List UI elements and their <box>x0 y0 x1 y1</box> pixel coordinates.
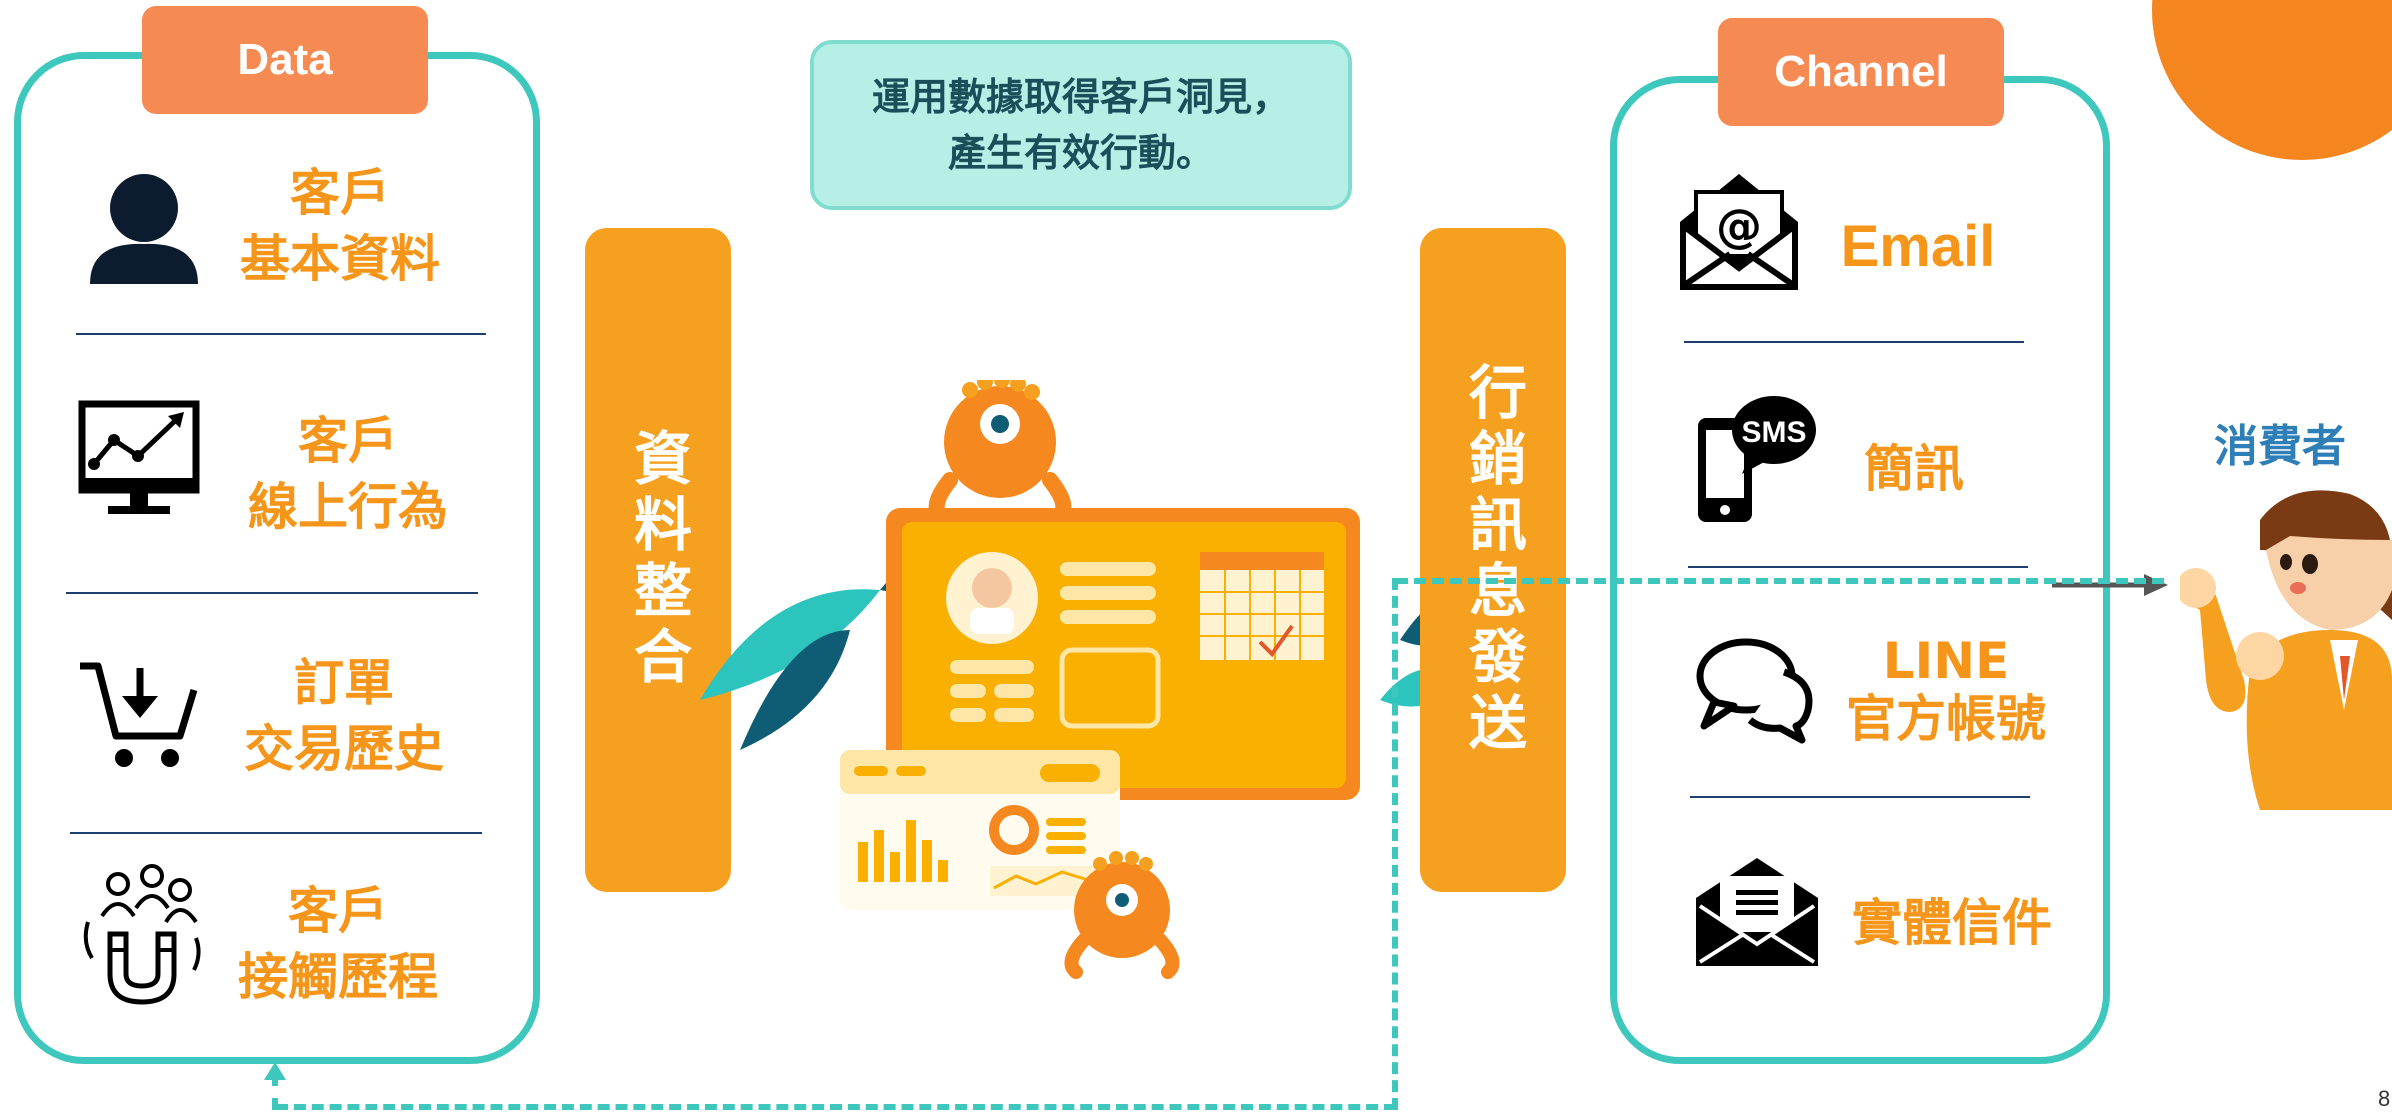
data-item-label: 客戶 線上行為 <box>248 412 448 536</box>
arrow-to-consumer <box>2052 574 2168 596</box>
channel-label: Email <box>1840 214 1996 279</box>
divider <box>1684 341 2024 343</box>
data-item-label: 客戶 接觸歷程 <box>238 882 438 1006</box>
data-tag: Data <box>142 6 428 114</box>
data-item-label: 客戶 基本資料 <box>240 164 440 288</box>
feedback-line-top <box>1396 578 2164 584</box>
chat-bubbles-icon <box>1696 638 1813 744</box>
letter-icon <box>1696 858 1818 966</box>
channel-label: 簡訊 <box>1864 440 1964 498</box>
consumer-figure <box>2180 490 2392 810</box>
svg-text:@: @ <box>1716 199 1762 253</box>
feedback-arrowhead <box>264 1062 286 1080</box>
divider <box>66 592 478 594</box>
shopping-cart-icon <box>80 662 198 767</box>
data-item-label: 訂單 交易歷史 <box>244 654 444 778</box>
data-panel <box>14 52 540 1064</box>
divider <box>1690 796 2030 798</box>
dashboard-illustration <box>700 380 1460 979</box>
feedback-line-bottom <box>276 1104 1396 1110</box>
feedback-line-left <box>272 1074 278 1110</box>
monitor-chart-icon <box>78 400 200 514</box>
svg-text:SMS: SMS <box>1741 416 1806 449</box>
email-icon: @ <box>1680 174 1798 290</box>
divider <box>76 333 486 335</box>
decorative-blob <box>2152 0 2392 160</box>
sms-phone-icon: SMS <box>1698 396 1816 522</box>
feedback-line-right <box>1392 578 1398 1110</box>
integration-bar: 資料整合 <box>585 228 731 892</box>
consumer-label: 消費者 <box>2214 421 2346 472</box>
channel-tag: Channel <box>1718 18 2004 126</box>
divider <box>70 832 482 834</box>
magnet-people-icon <box>83 864 201 1005</box>
divider <box>1688 566 2028 568</box>
insight-callout: 運用數據取得客戶洞見， 產生有效行動。 <box>810 40 1352 210</box>
channel-label: 實體信件 <box>1852 894 2052 952</box>
page-number: 8 <box>2378 1086 2391 1111</box>
person-icon <box>90 174 198 284</box>
marketing-bar: 行銷訊息發送 <box>1420 228 1566 892</box>
channel-label: LINE 官方帳號 <box>1846 632 2046 748</box>
